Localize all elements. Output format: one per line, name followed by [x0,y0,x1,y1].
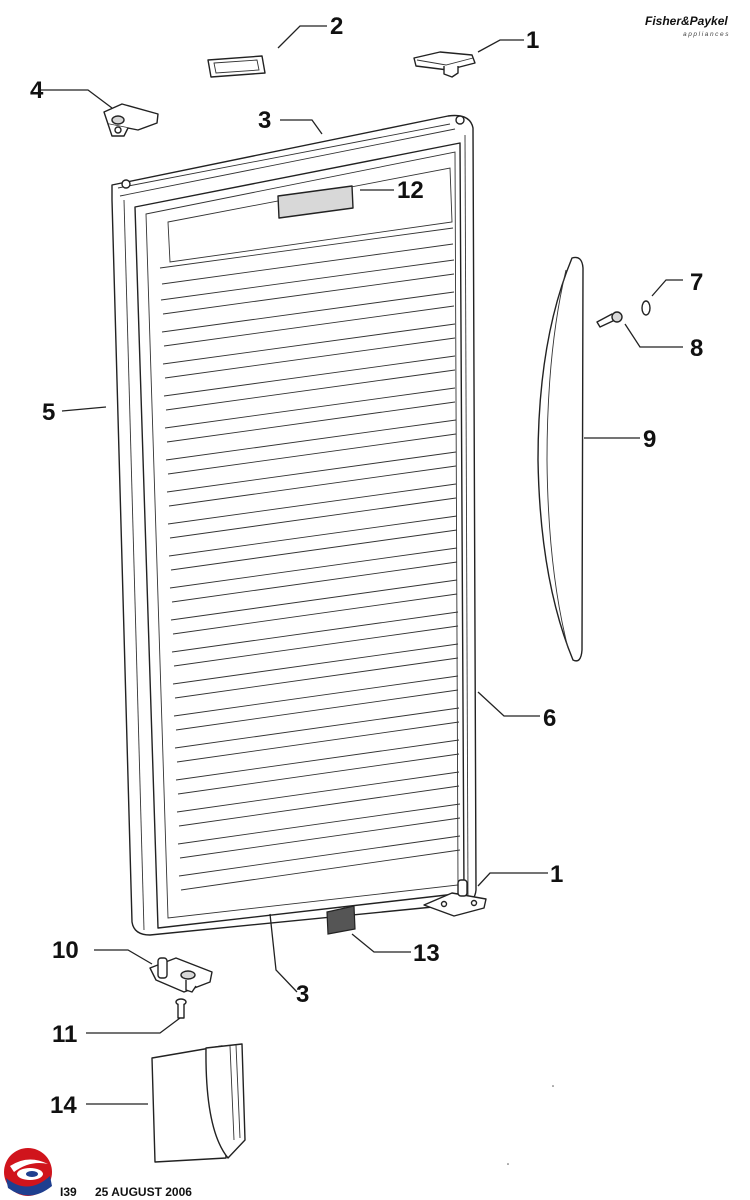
door-assembly [111,114,477,936]
door-shelf-ribs [159,227,461,891]
callout-labels: 1 2 3 4 12 5 7 8 9 6 1 10 13 3 11 14 [30,13,703,1119]
brand-logo: Fisher&Paykel appliances [645,14,730,38]
part-1-top-hinge-cap [413,51,476,78]
callout-11: 11 [52,1021,77,1048]
callout-3-top: 3 [258,107,271,134]
brand-tagline: appliances [683,31,730,38]
callout-12: 12 [397,177,424,204]
part-14-manual [151,1043,246,1163]
callout-14: 14 [50,1092,77,1119]
callout-8: 8 [690,335,703,362]
callout-4: 4 [30,77,44,104]
part-10-lower-hinge [149,957,213,993]
callout-1-bottom: 1 [550,861,563,888]
callout-5: 5 [42,399,55,426]
callout-7: 7 [690,269,703,296]
callout-3-bottom: 3 [296,981,309,1008]
part-12-label-plate [277,185,354,219]
part-1-bottom-hinge-cap [423,879,487,917]
part-4-hinge-bracket [103,103,159,137]
part-11-screw [175,998,187,1019]
footer-page-code: I39 [60,1185,77,1199]
footer-date: 25 AUGUST 2006 [95,1185,192,1199]
part-9-handle [537,256,584,662]
callout-1-top: 1 [526,27,539,54]
callout-13: 13 [413,940,440,967]
callout-2: 2 [330,13,343,40]
leader-lines [40,25,683,1105]
part-13-pad [326,905,356,935]
part-2-pad [207,55,266,78]
part-8-screw [596,311,623,328]
callout-6: 6 [543,705,556,732]
callout-9: 9 [643,426,656,453]
callout-10: 10 [52,937,79,964]
footer-logo-icon [4,1148,52,1196]
part-7-washer [641,300,651,316]
brand-name: Fisher&Paykel [645,14,728,28]
